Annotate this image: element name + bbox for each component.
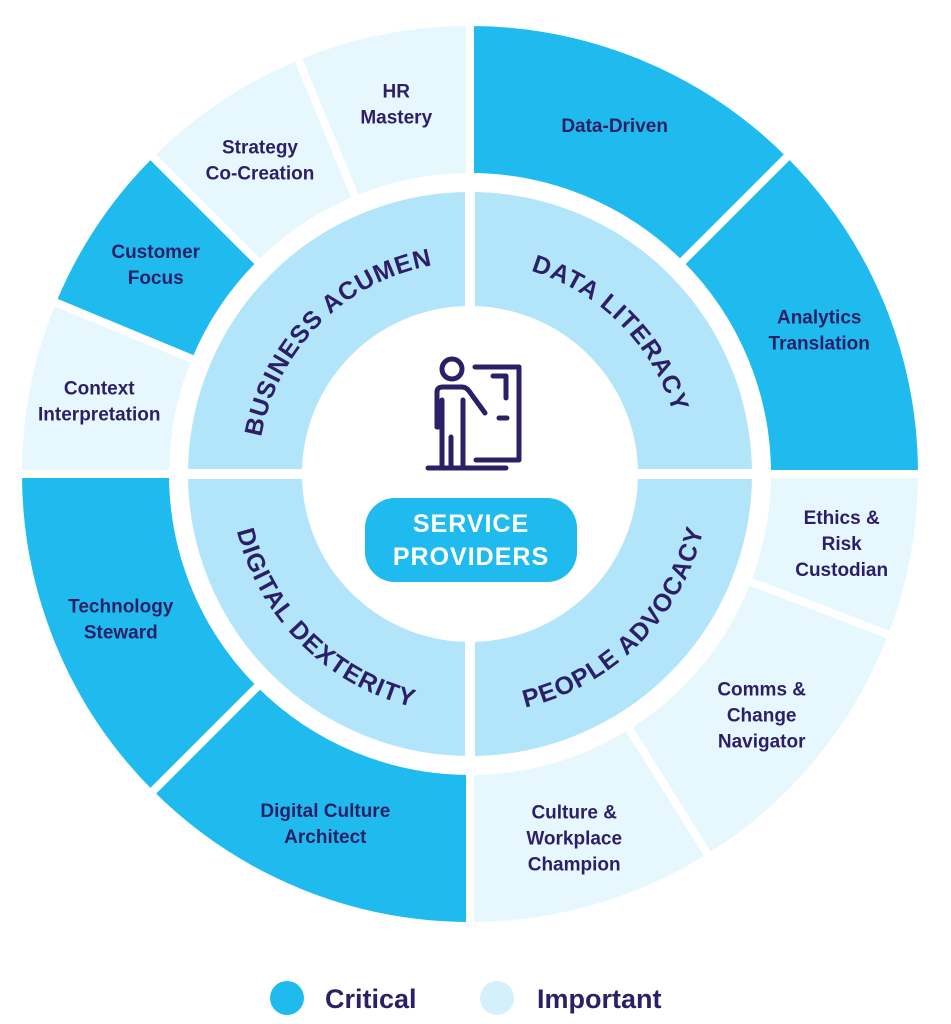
segment-label-hr-mastery: HR Mastery: [360, 81, 432, 128]
segment-digital-culture-architect: [144, 678, 474, 931]
segment-label-data-driven: Data-Driven: [561, 116, 668, 137]
segment-label-line: Comms &: [717, 679, 806, 700]
segment-label-line: Ethics &: [804, 508, 880, 529]
segment-label-line: Data-Driven: [561, 116, 668, 137]
segment-hr-mastery: [291, 17, 474, 205]
segment-comms-change-navigator: [621, 575, 898, 863]
segment-label-line: Interpretation: [38, 404, 160, 425]
ring-quadrant-people-advocacy: [465, 469, 763, 767]
ring-quadrant-data-literacy: [465, 181, 763, 479]
segment-technology-steward: [13, 470, 266, 800]
segment-label-line: Analytics: [777, 307, 861, 328]
segment-label-line: Champion: [528, 854, 621, 875]
segment-label-line: Strategy: [222, 138, 298, 159]
segment-label-line: Custodian: [795, 560, 888, 581]
middle-ring: [177, 181, 763, 767]
segment-data-driven: [466, 17, 796, 270]
segment-label-line: Steward: [84, 623, 158, 644]
segment-label-line: Culture &: [531, 802, 617, 823]
segment-label-line: Digital Culture: [260, 801, 390, 822]
center-title-line-2: PROVIDERS: [393, 543, 549, 571]
segment-label-line: Context: [64, 378, 135, 399]
segment-culture-workplace-champion: [466, 720, 716, 931]
legend-important-label: Important: [537, 984, 662, 1014]
segment-label-line: Translation: [769, 333, 870, 354]
segment-label-line: Change: [727, 705, 797, 726]
center-circle: [310, 314, 630, 634]
segment-label-line: Customer: [111, 242, 200, 263]
segment-label-line: HR: [383, 81, 411, 102]
center-badge: [365, 498, 577, 582]
center-title-line-1: SERVICE: [413, 510, 529, 538]
segment-label-line: Workplace: [526, 828, 622, 849]
segment-label-line: Technology: [68, 597, 174, 618]
ring-quadrant-digital-dexterity: [177, 469, 475, 767]
legend-important-swatch: [480, 981, 514, 1015]
outer-ring: [13, 17, 927, 931]
segment-strategy-co-creation: [144, 51, 362, 270]
presenter-at-board-icon: [425, 356, 522, 471]
segment-label-line: Focus: [128, 268, 184, 289]
legend-critical-swatch: [270, 981, 304, 1015]
segment-label-line: Co-Creation: [206, 164, 315, 185]
ring-quadrant-business-acumen: [177, 181, 475, 479]
segment-analytics-translation: [674, 148, 927, 478]
legend-critical-label: Critical: [325, 984, 417, 1014]
segment-label-line: Architect: [284, 827, 367, 848]
segment-label-line: Risk: [822, 534, 863, 555]
segment-customer-focus: [47, 148, 266, 366]
segment-label-line: Navigator: [718, 731, 806, 752]
legend: Critical Important: [270, 981, 662, 1015]
segment-label-line: Mastery: [360, 107, 432, 128]
